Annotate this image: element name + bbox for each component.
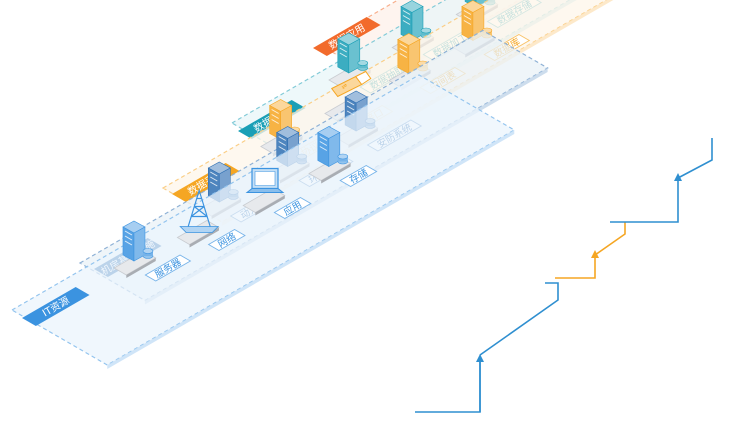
server-icon bbox=[400, 0, 432, 42]
connector-mgmt-riser bbox=[610, 178, 679, 223]
connector-it-to-facility bbox=[415, 360, 481, 413]
arrow-up-icon bbox=[476, 354, 484, 362]
arrow-up-icon bbox=[591, 250, 599, 258]
laptop-icon bbox=[245, 167, 285, 193]
usb-icon: ⇌ bbox=[330, 70, 372, 98]
item-label-chip bbox=[273, 196, 312, 220]
connector-mgmt-to-app bbox=[677, 138, 713, 179]
network-tower-icon bbox=[179, 188, 220, 233]
layer-plate bbox=[10, 74, 516, 366]
item-label-chip bbox=[144, 254, 192, 282]
server-icon bbox=[122, 220, 154, 262]
arrow-up-icon bbox=[674, 173, 682, 181]
item-label-chip bbox=[207, 228, 246, 252]
connector-collect-riser bbox=[555, 255, 596, 279]
item-label-chip bbox=[339, 164, 378, 188]
server-icon bbox=[337, 32, 369, 74]
server-icon bbox=[317, 126, 349, 168]
connector-facility-to-collect bbox=[479, 282, 559, 356]
connector-collect-to-mgmt bbox=[594, 222, 626, 256]
svg-text:⇌: ⇌ bbox=[340, 81, 349, 91]
